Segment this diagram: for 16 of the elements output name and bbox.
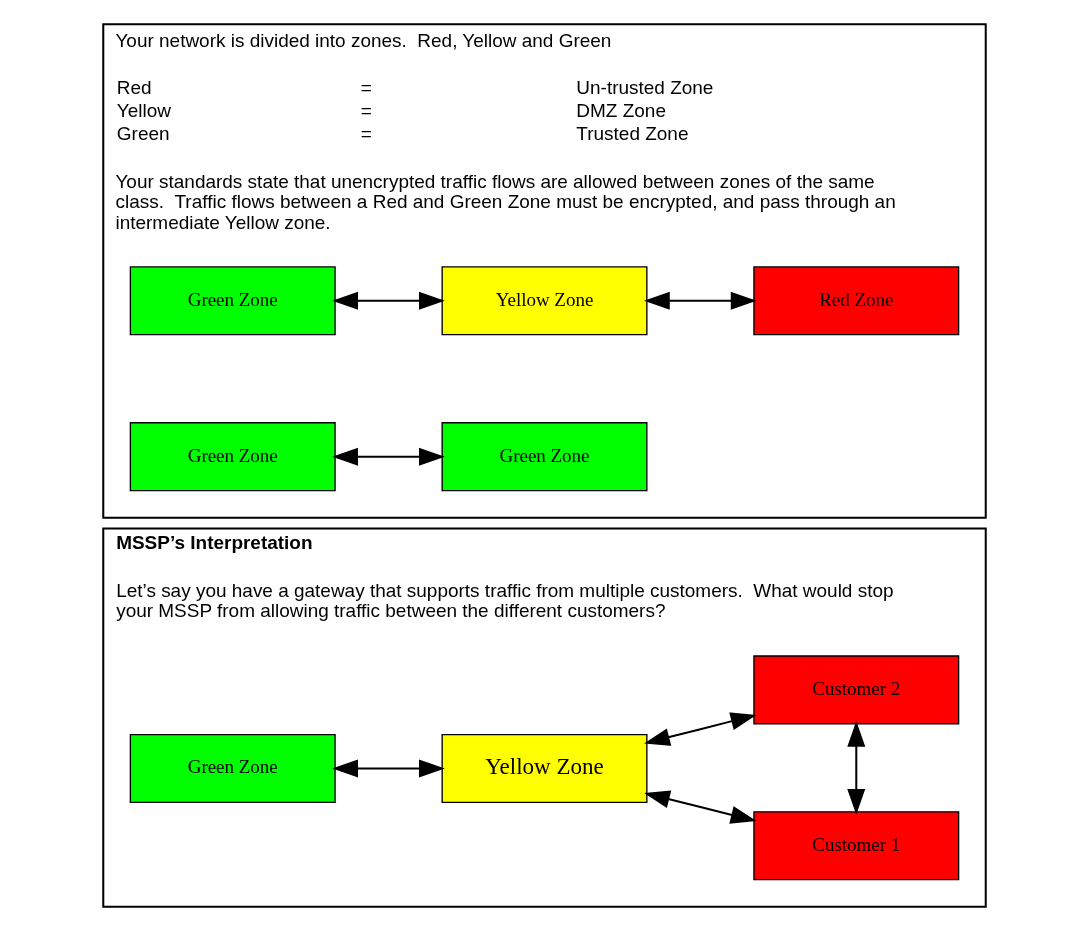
node-box: Customer 1 bbox=[753, 811, 960, 881]
node-box: Yellow Zone bbox=[441, 733, 648, 804]
node-box: Green Zone bbox=[129, 266, 336, 336]
arrow bbox=[644, 712, 757, 746]
node-box: Red Zone bbox=[753, 266, 960, 336]
node-box: Green Zone bbox=[129, 733, 336, 804]
arrow bbox=[332, 291, 445, 310]
node-box: Green Zone bbox=[129, 422, 336, 492]
node-box: Green Zone bbox=[441, 422, 648, 492]
node-box: Yellow Zone bbox=[441, 266, 648, 336]
arrow bbox=[847, 721, 866, 815]
arrow bbox=[644, 790, 757, 824]
arrow bbox=[332, 447, 445, 466]
node-box: Customer 2 bbox=[753, 655, 960, 725]
arrow bbox=[332, 759, 445, 778]
arrow bbox=[644, 291, 757, 310]
